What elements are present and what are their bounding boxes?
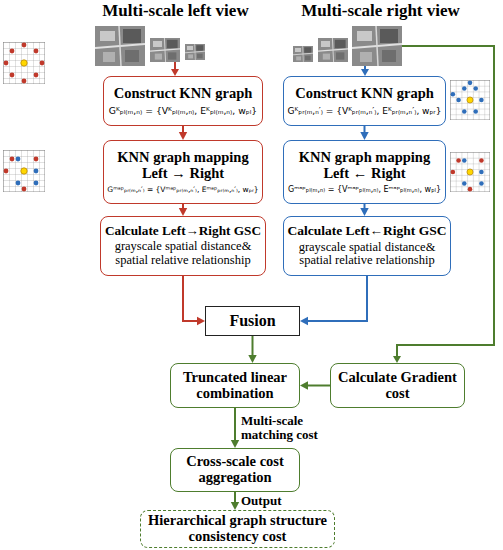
box-title: Construct KNN graph [295,86,434,102]
arrow-head [179,208,187,216]
box-detail: grayscale spatial distance& spatial rela… [287,241,447,269]
box-title: Truncated linear combination [174,370,296,401]
box-title: Calculate Gradient cost [334,370,461,401]
process-box: KNN graph mapping Left → RightGᵐᵃᵖₚᵣ₍ₘ,ₙ… [103,140,263,204]
view-heading: Multi-scale right view [288,1,473,21]
box-title: Fusion [229,312,275,329]
input-arrow-line [174,62,176,69]
box-title: Calculate Left←Right GSC [288,224,447,239]
right-image-small [293,46,313,62]
arrow-head [197,317,205,325]
knn-grid-icon [450,152,490,192]
box-title: Calculate Left→Right GSC [105,224,261,238]
left-image-large [95,26,145,66]
box-detail: Gᴷₚᵣ₍ₘ,ₙ′₎ = {Vᴷₚᵣ₍ₘ,ₙ′₎, Eᴷₚᵣ₍ₘ,ₙ′₎, wₚ… [288,106,442,116]
process-box: Construct KNN graphGᴷₚₗ₍ₘ,ₙ₎ = {Vᴷₚₗ₍ₘ,ₙ… [103,76,263,126]
arrow-head [231,502,239,510]
connector-line [234,408,236,440]
box-detail: grayscale spatial distance& spatial rela… [104,240,262,268]
process-box: Calculate Left→Right GSC grayscale spatia… [100,216,266,276]
edge-label: Multi-scale matching cost [241,414,341,443]
connector [179,204,187,216]
connector [231,408,239,448]
arrow-head [360,208,368,216]
process-box: Fusion [205,306,300,336]
connector [183,276,205,325]
box-detail: Gᵐᵃᵖₚₗ₍ₘ,ₙ₎ = {Vᵐᵃᵖₚₗ₍ₘ,ₙ₎, Eᵐᵃᵖₚₗ₍ₘ,ₙ₎,… [288,185,441,194]
process-box: Construct KNN graphGᴷₚᵣ₍ₘ,ₙ′₎ = {Vᴷₚᵣ₍ₘ,… [283,76,446,126]
box-title: Hierarchical graph structure consistency… [144,513,331,544]
connector [248,336,256,363]
connector [231,492,239,510]
box-title: KNN graph mapping Left ← Right [295,150,435,181]
arrow-head [231,440,239,448]
box-title: Cross-scale cost aggregation [174,454,296,485]
arrow-head [300,317,308,325]
process-box: Calculate Left←Right GSC grayscale spatia… [283,216,451,276]
connector-line [364,126,366,132]
input-arrow-head [171,69,179,76]
connector [360,204,368,216]
arrow-head [248,355,256,363]
box-detail: Gᵐᵃᵖₚᵣ₍ₘ,ₙ′₎ = {Vᵐᵃᵖₚᵣ₍ₘ,ₙ′₎, Eᵐᵃᵖₚᵣ₍ₘ,ₙ… [107,185,258,194]
right-image-medium [318,38,348,62]
box-title: KNN graph mapping Left → Right [113,150,253,181]
connector [300,381,330,389]
input-arrow-head [361,69,369,76]
knn-grid-icon [3,150,45,192]
connector-line [234,492,236,502]
left-image-medium [150,38,180,62]
connector-line [182,126,184,132]
process-box: KNN graph mapping Left ← RightGᵐᵃᵖₚₗ₍ₘ,ₙ… [283,140,446,204]
connector [360,126,368,140]
connector-line [183,276,197,321]
connector-line [252,336,254,355]
connector [300,276,367,325]
process-box: Cross-scale cost aggregation [170,448,300,492]
connector-line [308,385,330,387]
view-heading: Multi-scale left view [88,1,263,21]
output-box: Hierarchical graph structure consistency… [140,510,335,548]
connector [179,126,187,140]
gradient-input-head [393,356,401,363]
connector-line [182,204,184,208]
process-box: Truncated linear combination [170,363,300,408]
knn-grid-icon [3,42,45,84]
process-box: Calculate Gradient cost [330,363,465,408]
input-arrow-line [364,66,366,69]
arrow-head [300,381,308,389]
right-image-large [352,26,402,66]
knn-grid-icon [450,80,490,120]
box-detail: Gᴷₚₗ₍ₘ,ₙ₎ = {Vᴷₚₗ₍ₘ,ₙ₎, Eᴷₚₗ₍ₘ,ₙ₎, wₚₗ} [109,105,257,116]
arrow-head [179,132,187,140]
connector-line [308,276,367,321]
box-title: Construct KNN graph [114,86,253,102]
edge-label: Output [241,494,281,508]
left-image-small [185,44,205,60]
arrow-head [360,132,368,140]
connector-line [364,204,366,208]
